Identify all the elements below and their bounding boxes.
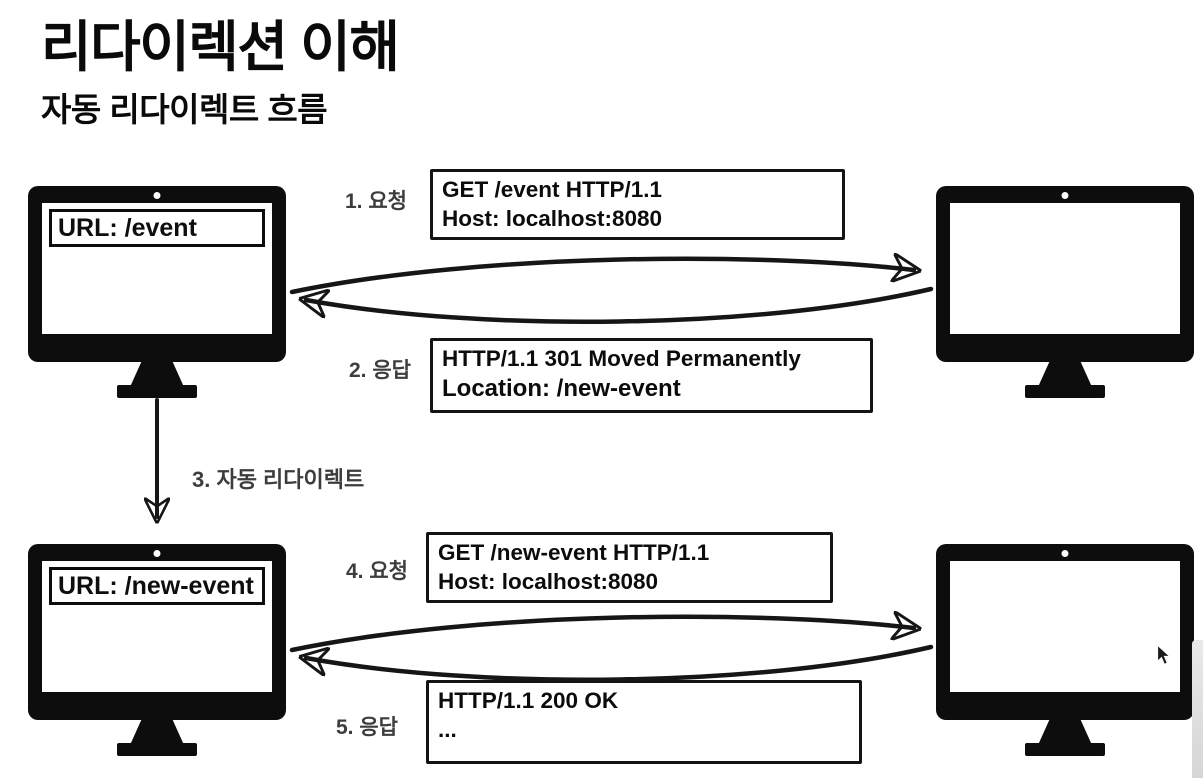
server-monitor-bottom xyxy=(936,544,1194,756)
monitor-stand xyxy=(1038,718,1092,744)
monitor-base xyxy=(1025,743,1105,756)
location-line: Location: /new-event xyxy=(442,375,681,403)
monitor-frame: URL: /event xyxy=(28,186,286,362)
client-monitor-top: URL: /event xyxy=(28,186,286,398)
request-line: GET /new-event HTTP/1.1 xyxy=(438,540,710,565)
response-301-box: HTTP/1.1 301 Moved Permanently Location:… xyxy=(430,338,873,413)
response-1-arrow xyxy=(306,289,934,324)
response-2-arrow xyxy=(306,647,934,682)
monitor-screen xyxy=(950,203,1180,334)
ellipsis-line: ... xyxy=(438,717,457,743)
url-bar: URL: /event xyxy=(49,209,265,247)
monitor-frame xyxy=(936,544,1194,720)
monitor-frame xyxy=(936,186,1194,362)
camera-dot-icon xyxy=(1061,550,1069,557)
host-line: Host: localhost:8080 xyxy=(442,206,663,232)
monitor-frame: URL: /new-event xyxy=(28,544,286,720)
client-monitor-bottom: URL: /new-event xyxy=(28,544,286,756)
camera-dot-icon xyxy=(153,550,161,557)
step-5-response-label: 5. 응답 xyxy=(336,716,398,739)
request-1-box: GET /event HTTP/1.1 Host: localhost:8080 xyxy=(430,169,845,240)
camera-dot-icon xyxy=(153,192,161,199)
request-1-arrow xyxy=(289,259,914,295)
step-4-request-label: 4. 요청 xyxy=(346,560,408,583)
response-200-box: HTTP/1.1 200 OK ... xyxy=(426,680,862,764)
request-2-arrow xyxy=(289,617,914,653)
url-text: URL: /new-event xyxy=(58,571,254,600)
monitor-stand xyxy=(1038,360,1092,386)
step-2-response-label: 2. 응답 xyxy=(349,359,411,382)
host-line: Host: localhost:8080 xyxy=(438,569,659,595)
request-line: GET /event HTTP/1.1 xyxy=(442,177,663,202)
monitor-screen: URL: /event xyxy=(42,203,272,334)
request-2-box: GET /new-event HTTP/1.1 Host: localhost:… xyxy=(426,532,833,603)
status-line: HTTP/1.1 200 OK xyxy=(438,688,619,713)
url-text: URL: /event xyxy=(58,213,197,242)
page-title: 리다이렉션 이해 xyxy=(41,16,400,78)
url-bar: URL: /new-event xyxy=(49,567,265,605)
step-3-auto-redirect-label: 3. 자동 리다이렉트 xyxy=(192,467,365,492)
monitor-base xyxy=(117,743,197,756)
monitor-stand xyxy=(130,718,184,744)
monitor-screen: URL: /new-event xyxy=(42,561,272,692)
step-1-request-label: 1. 요청 xyxy=(345,190,407,213)
monitor-screen xyxy=(950,561,1180,692)
page-subtitle: 자동 리다이렉트 흐름 xyxy=(41,91,328,128)
scrollbar[interactable] xyxy=(1192,640,1203,778)
server-monitor-top xyxy=(936,186,1194,398)
monitor-base xyxy=(1025,385,1105,398)
status-line: HTTP/1.1 301 Moved Permanently xyxy=(442,346,801,371)
camera-dot-icon xyxy=(1061,192,1069,199)
monitor-stand xyxy=(130,360,184,386)
monitor-base xyxy=(117,385,197,398)
